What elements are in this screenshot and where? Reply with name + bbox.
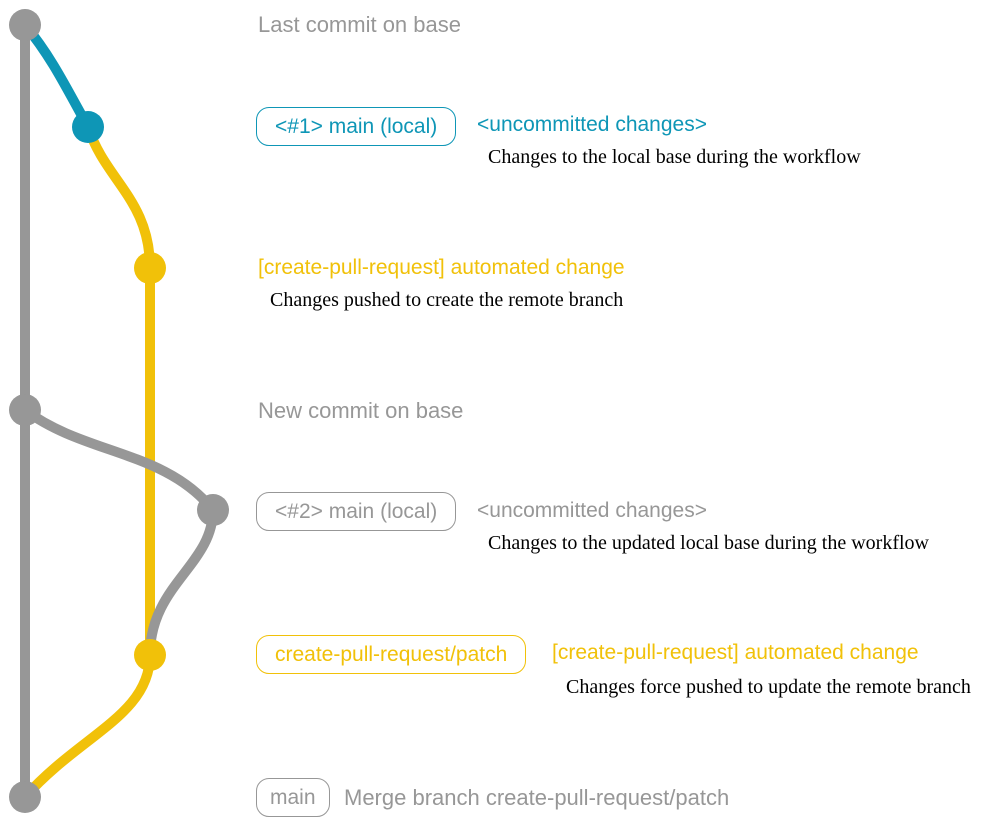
annotation-new-commit-on-base: New commit on base — [258, 398, 464, 423]
local-main-2-branch-line — [20, 405, 218, 515]
description-cpr-automated-change-2: Changes force pushed to update the remot… — [566, 676, 971, 698]
commit-dot-last-base — [9, 9, 41, 41]
commit-dot-merge — [9, 781, 41, 813]
commit-dot-new-base — [9, 394, 41, 426]
annotation-uncommitted-changes-2: <uncommitted changes> — [477, 499, 707, 522]
branch-badge-create-pull-request-patch: create-pull-request/patch — [256, 635, 527, 674]
local-main-1-branch-line — [20, 20, 93, 132]
commit-dot-remote-update — [134, 639, 166, 671]
description-uncommitted-changes-2: Changes to the updated local base during… — [488, 532, 929, 554]
commit-dot-remote-create — [134, 252, 166, 284]
annotation-merge-branch: Merge branch create-pull-request/patch — [344, 785, 730, 810]
branch-badge-main-local-1: <#1> main (local) — [256, 107, 457, 146]
annotation-cpr-automated-change-2: [create-pull-request] automated change — [552, 641, 919, 664]
branch-badge-main: main — [256, 778, 330, 817]
local-main-2-update-line — [145, 505, 218, 660]
branch-badge-main-local-2: <#2> main (local) — [256, 492, 457, 531]
description-uncommitted-changes-1: Changes to the local base during the wor… — [488, 146, 861, 168]
annotation-cpr-automated-change-1: [create-pull-request] automated change — [258, 256, 625, 279]
annotation-uncommitted-changes-1: <uncommitted changes> — [477, 113, 707, 136]
commit-graph — [9, 9, 229, 813]
commit-dot-main-local-2 — [197, 494, 229, 526]
commit-dot-main-local-1 — [72, 111, 104, 143]
description-cpr-automated-change-1: Changes pushed to create the remote bran… — [270, 289, 624, 311]
annotation-last-commit-on-base: Last commit on base — [258, 12, 461, 37]
